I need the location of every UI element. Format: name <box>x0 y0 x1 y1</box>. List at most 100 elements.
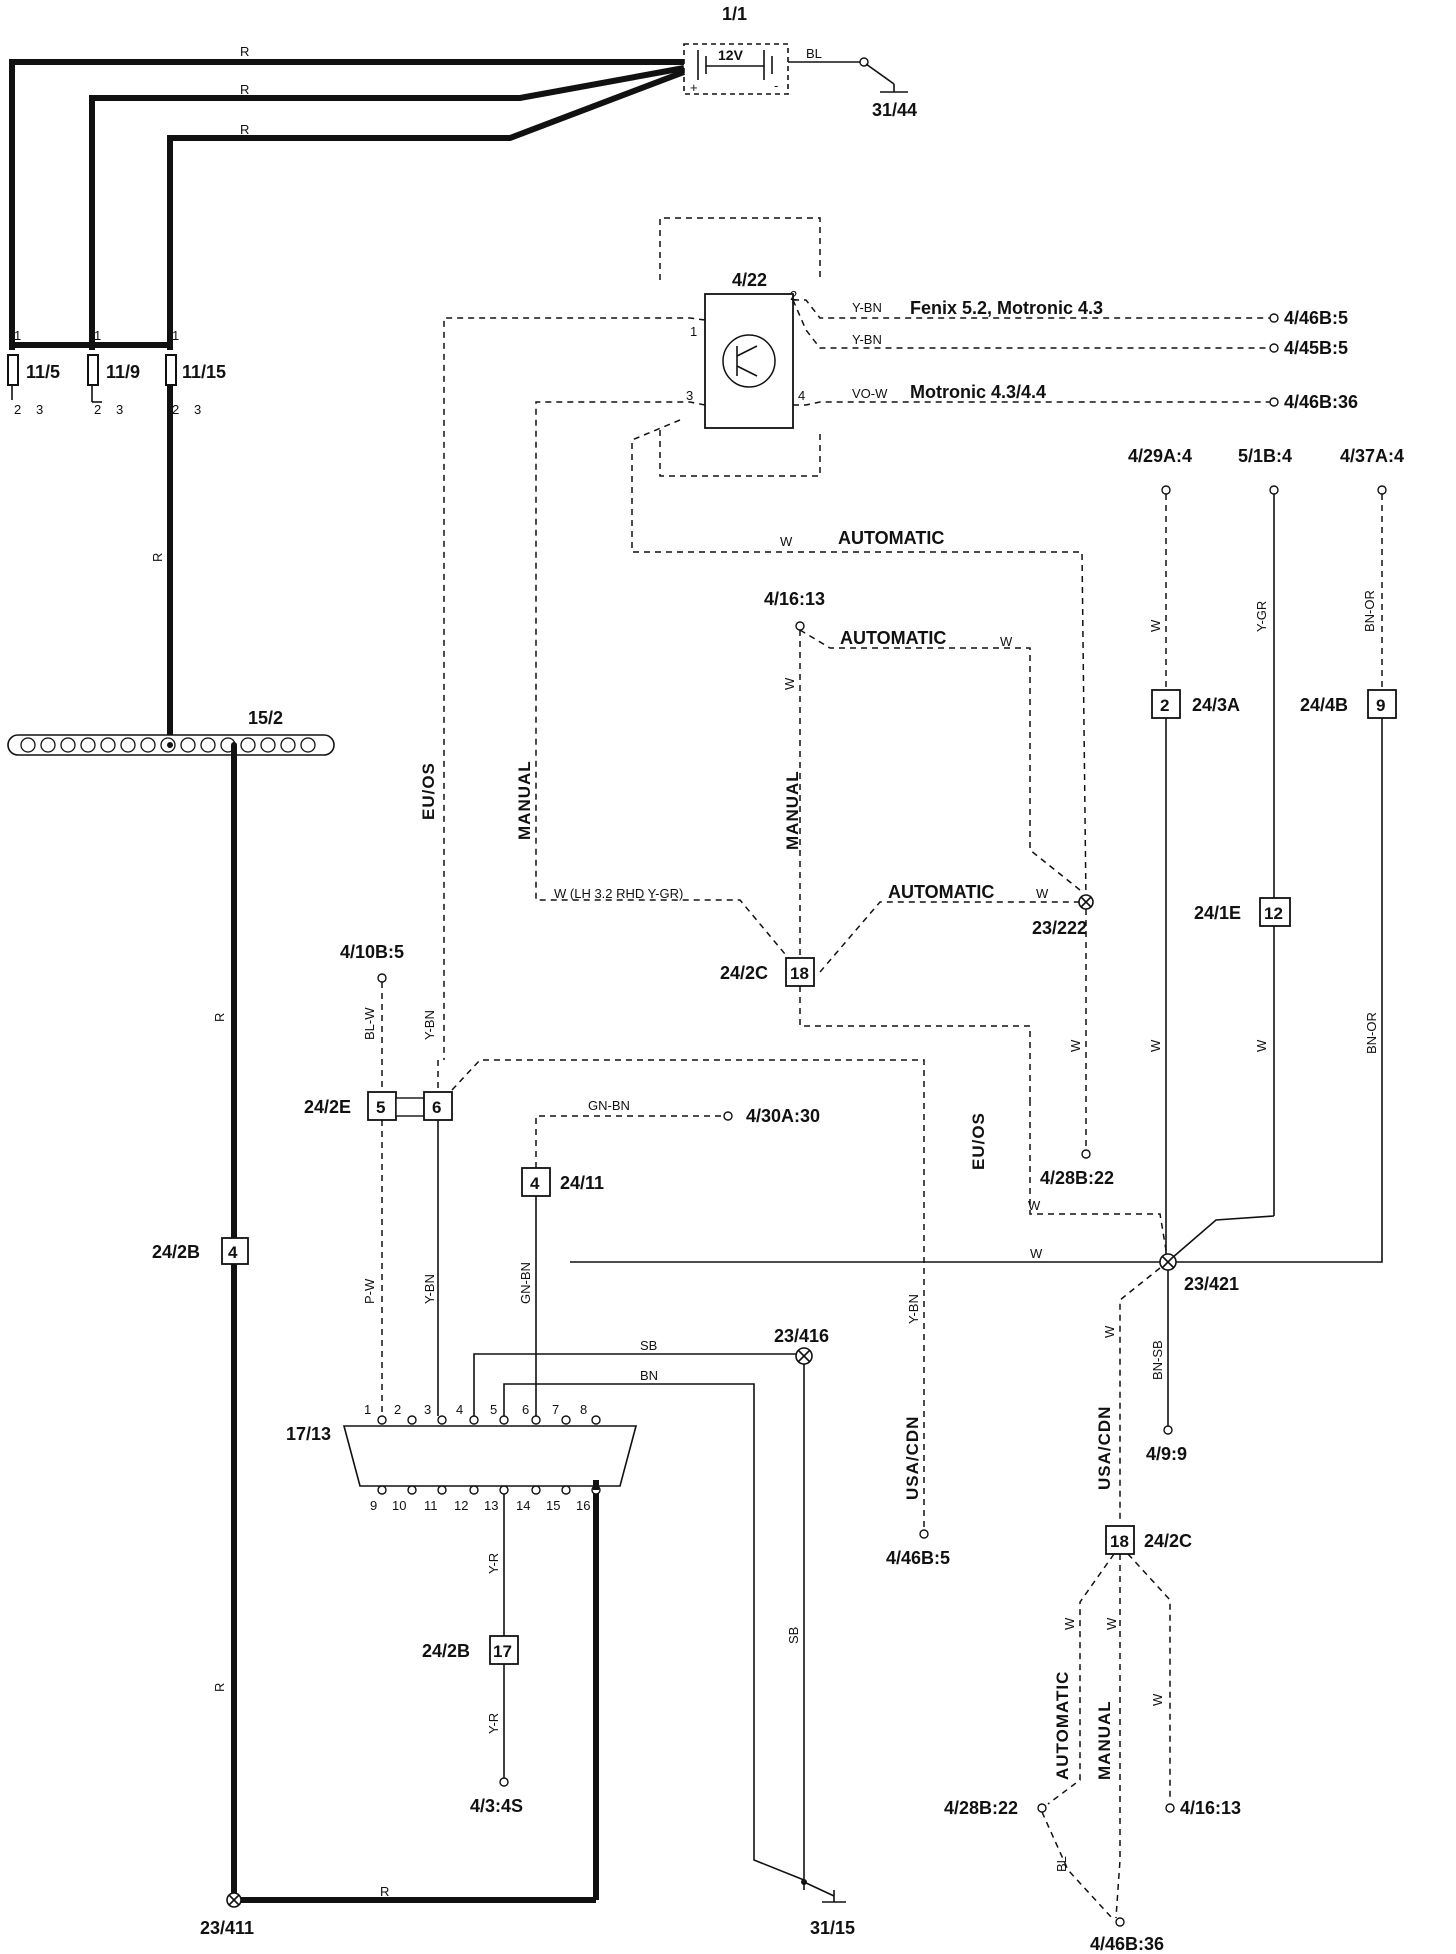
svg-text:VO-W: VO-W <box>852 386 888 401</box>
ground-31-44: 31/44 <box>872 100 917 120</box>
svg-text:BN-OR: BN-OR <box>1362 590 1377 632</box>
svg-text:GN-BN: GN-BN <box>588 1098 630 1113</box>
svg-text:9: 9 <box>370 1498 377 1513</box>
transistor-module-4-22: 4/22 1 2 3 4 <box>659 217 821 477</box>
note-eu-os-2: EU/OS <box>969 1112 988 1170</box>
svg-text:Y-BN: Y-BN <box>852 300 882 315</box>
note-lh: W (LH 3.2 RHD Y-GR) <box>554 886 683 901</box>
connector-24-2b-pin4: 4 24/2B <box>152 1237 249 1265</box>
svg-text:4/16:13: 4/16:13 <box>1180 1798 1241 1818</box>
battery-label: 1/1 <box>722 4 747 24</box>
connector-24-11: 4 24/11 <box>521 1167 604 1197</box>
svg-text:24/2C: 24/2C <box>1144 1531 1192 1551</box>
svg-text:1: 1 <box>94 328 101 343</box>
svg-text:6: 6 <box>432 1098 441 1117</box>
svg-text:Y-GR: Y-GR <box>1254 601 1269 632</box>
bus-bar-label: 15/2 <box>248 708 283 728</box>
wire-color-r-2: R <box>240 82 249 97</box>
svg-text:2: 2 <box>94 402 101 417</box>
wire-color-r-1: R <box>240 44 249 59</box>
svg-text:24/3A: 24/3A <box>1192 695 1240 715</box>
battery-feed-wires: R R R <box>9 44 686 350</box>
note-automatic-1: AUTOMATIC <box>838 528 944 548</box>
svg-text:4: 4 <box>530 1174 540 1193</box>
transistor-module-label: 4/22 <box>732 270 767 290</box>
note-manual-2: MANUAL <box>783 770 802 850</box>
svg-text:14: 14 <box>516 1498 530 1513</box>
svg-text:4/45B:5: 4/45B:5 <box>1284 338 1348 358</box>
svg-text:8: 8 <box>580 1402 587 1417</box>
svg-text:SB: SB <box>640 1338 657 1353</box>
svg-text:W: W <box>1068 1039 1083 1052</box>
svg-text:W: W <box>780 534 793 549</box>
svg-text:W: W <box>1036 886 1049 901</box>
svg-text:12: 12 <box>454 1498 468 1513</box>
svg-text:W: W <box>1254 1039 1269 1052</box>
svg-text:3: 3 <box>36 402 43 417</box>
svg-text:3: 3 <box>424 1402 431 1417</box>
svg-text:4/16:13: 4/16:13 <box>764 589 825 609</box>
svg-text:Y-R: Y-R <box>486 1713 501 1734</box>
svg-text:1: 1 <box>690 324 697 339</box>
svg-text:2: 2 <box>14 402 21 417</box>
svg-text:1: 1 <box>364 1402 371 1417</box>
svg-text:Y-BN: Y-BN <box>852 332 882 347</box>
svg-text:2: 2 <box>172 402 179 417</box>
connector-24-3a: 2 24/3A <box>1151 689 1240 719</box>
svg-text:4/46B:5: 4/46B:5 <box>886 1548 950 1568</box>
svg-text:23/421: 23/421 <box>1184 1274 1239 1294</box>
svg-text:4/28B:22: 4/28B:22 <box>1040 1168 1114 1188</box>
svg-text:4/46B:36: 4/46B:36 <box>1284 392 1358 412</box>
svg-text:9: 9 <box>1376 696 1385 715</box>
svg-text:4/29A:4: 4/29A:4 <box>1128 446 1192 466</box>
bus-bar-15-2: 15/2 <box>7 708 335 756</box>
svg-text:18: 18 <box>790 964 809 983</box>
splice-23-222: 23/222 <box>1032 894 1094 938</box>
battery-plus: + <box>690 80 698 95</box>
svg-text:3: 3 <box>686 388 693 403</box>
svg-text:W: W <box>1102 1325 1117 1338</box>
svg-text:GN-BN: GN-BN <box>518 1262 533 1304</box>
svg-text:4/46B:36: 4/46B:36 <box>1090 1934 1164 1954</box>
connector-24-1e: 12 24/1E <box>1194 897 1291 927</box>
svg-text:17: 17 <box>493 1642 512 1661</box>
note-motronic: Motronic 4.3/4.4 <box>910 382 1046 402</box>
svg-text:31/15: 31/15 <box>810 1918 855 1938</box>
svg-text:R: R <box>212 1013 227 1022</box>
svg-text:4: 4 <box>798 388 805 403</box>
note-automatic-2: AUTOMATIC <box>840 628 946 648</box>
svg-text:W: W <box>782 677 797 690</box>
wire-color-r-3: R <box>240 122 249 137</box>
svg-text:17/13: 17/13 <box>286 1424 331 1444</box>
svg-text:W: W <box>1062 1617 1077 1630</box>
svg-text:24/11: 24/11 <box>560 1173 604 1193</box>
svg-text:18: 18 <box>1110 1532 1129 1551</box>
connector-24-2c-upper: 18 24/2C <box>720 957 815 987</box>
svg-text:23/411: 23/411 <box>200 1918 254 1938</box>
svg-text:R: R <box>150 553 165 562</box>
svg-text:R: R <box>380 1884 389 1899</box>
svg-text:5/1B:4: 5/1B:4 <box>1238 446 1292 466</box>
connector-24-2c-lower: 18 24/2C <box>1105 1525 1192 1555</box>
svg-text:24/2E: 24/2E <box>304 1097 351 1117</box>
battery-minus: - <box>774 78 778 93</box>
svg-text:W: W <box>1148 1039 1163 1052</box>
note-usa-cdn-2: USA/CDN <box>903 1416 922 1500</box>
note-eu-os-1: EU/OS <box>419 762 438 820</box>
svg-text:24/2B: 24/2B <box>422 1641 470 1661</box>
fuse-pin-1: 1 <box>14 328 21 343</box>
svg-text:SB: SB <box>786 1627 801 1644</box>
note-usa-cdn-1: USA/CDN <box>1095 1406 1114 1490</box>
fuse-label-11-15: 11/15 <box>182 362 226 382</box>
svg-text:2: 2 <box>394 1402 401 1417</box>
battery-voltage: 12V <box>718 47 744 63</box>
svg-text:3: 3 <box>194 402 201 417</box>
svg-text:R: R <box>212 1683 227 1692</box>
svg-text:10: 10 <box>392 1498 406 1513</box>
connector-24-4b: 9 24/4B <box>1300 689 1397 719</box>
svg-text:11: 11 <box>424 1498 438 1513</box>
svg-text:BN-OR: BN-OR <box>1364 1012 1379 1054</box>
svg-text:4: 4 <box>228 1243 238 1262</box>
svg-text:4/10B:5: 4/10B:5 <box>340 942 404 962</box>
